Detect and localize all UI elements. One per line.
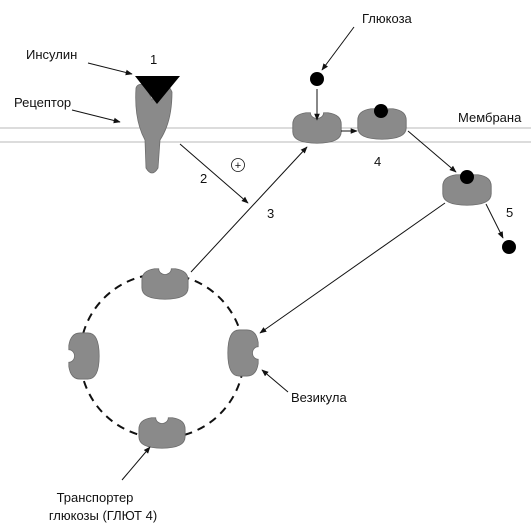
membrane-label: Мембрана xyxy=(458,110,522,125)
glucose-label: Глюкоза xyxy=(362,11,413,26)
step-number-5: 5 xyxy=(506,205,513,220)
transporter-label-line1: Транспортер xyxy=(57,490,134,505)
signal-arrow-2 xyxy=(179,143,249,204)
glucose-release-arrow-5 xyxy=(485,203,504,239)
insulin-label: Инсулин xyxy=(26,47,77,62)
vesicle-transporter-right xyxy=(227,329,259,377)
vesicle-transporter-bottom xyxy=(138,417,186,449)
receptor-label-arrow xyxy=(71,109,121,124)
receptor-label: Рецептор xyxy=(14,95,71,110)
vesicle-label-arrow xyxy=(261,369,289,393)
vesicle-transporter-top xyxy=(141,268,189,300)
vesicle-label: Везикула xyxy=(291,390,347,405)
stimulation-sign: + xyxy=(235,160,241,172)
step-number-4: 4 xyxy=(374,154,381,169)
step-number-3: 3 xyxy=(267,206,274,221)
step-number-2: 2 xyxy=(200,171,207,186)
recycling-arrow xyxy=(259,202,446,334)
translocation-arrow-3 xyxy=(190,146,308,273)
glucose-molecule-in-transporter xyxy=(374,104,388,118)
glucose-molecule-inner-transporter xyxy=(460,170,474,184)
glucose-molecule-outside xyxy=(310,72,324,86)
transporter-label-line2: глюкозы (ГЛЮТ 4) xyxy=(49,508,157,523)
insulin-triangle xyxy=(135,76,180,104)
glucose-label-arrow xyxy=(321,26,355,71)
conformation-arrow-4 xyxy=(407,130,457,173)
glucose-molecule-released xyxy=(502,240,516,254)
vesicle-transporter-left xyxy=(68,332,100,380)
transporter-label-arrow xyxy=(121,446,151,481)
step-number-1: 1 xyxy=(150,52,157,67)
stimulation-circle xyxy=(231,158,245,172)
insulin-label-arrow xyxy=(87,62,133,76)
